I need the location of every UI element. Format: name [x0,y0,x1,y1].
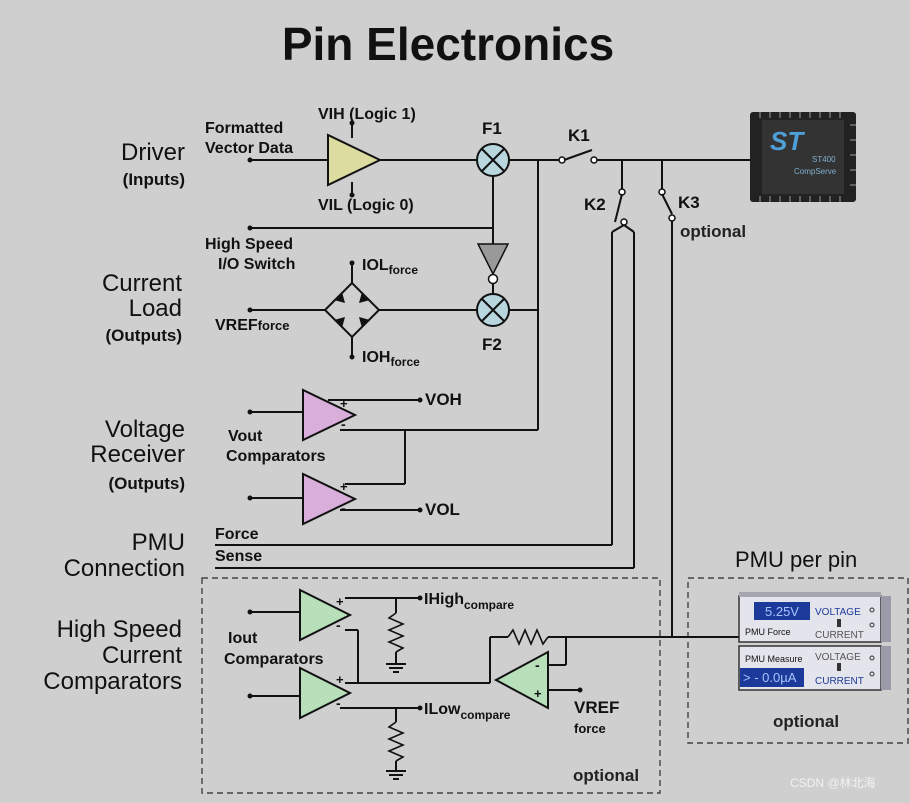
driver-buffer [327,133,383,187]
svg-text:+: + [340,479,348,494]
driver-label: Driver [121,139,185,166]
pmu-instrument: 5.25V PMU Force VOLTAGE CURRENT PMU Meas… [738,592,891,691]
formatted-label: Formatted [205,120,283,137]
svg-text:+: + [336,672,344,687]
transimpedance-amp [493,650,549,710]
vout-label: Vout [228,428,263,445]
pmu-measure-label: PMU Measure [745,654,803,664]
pmu-current-2: CURRENT [815,676,864,687]
k1-label: K1 [568,126,590,145]
page-title: Pin Electronics [282,18,614,70]
pmu-measure-display [740,668,804,687]
resistor-ilow [386,721,406,762]
k2-label: K2 [584,195,606,214]
svg-text:+: + [340,396,348,411]
pmu-force-value: 5.25V [765,604,799,619]
pmu-connection-label-2: Connection [64,555,185,582]
svg-text:-: - [341,416,346,432]
chip-text-2: CompServe [794,167,837,176]
svg-text:+: + [336,594,344,609]
current-load-label-2: Load [129,295,182,322]
optional-region-right [687,577,909,744]
pmu-voltage-1: VOLTAGE [815,607,861,618]
ilow-label: ILowcompare [424,701,511,722]
chip-text-1: ST400 [812,155,836,164]
ihigh-label: IHighcompare [424,591,514,612]
iout-label: Iout [228,630,258,647]
diode-bridge [323,281,381,339]
force-label: Force [215,526,259,543]
ioh-force-label: IOHforce [362,349,420,369]
svg-text:-: - [336,695,341,711]
vector-data-label: Vector Data [205,140,293,157]
pmu-voltage-2: VOLTAGE [815,652,861,663]
driver-sublabel: (Inputs) [123,170,185,189]
vout-comparators-label: Comparators [226,448,326,465]
voltage-receiver-sublabel: (Outputs) [109,474,185,493]
svg-text:-: - [336,617,341,633]
io-switch-buffer [476,243,510,276]
hs-current-comparators-label-3: Comparators [43,668,182,695]
svg-text:-: - [341,500,346,516]
watermark: CSDN @林北海 [790,775,876,790]
pmu-per-pin-label: PMU per pin [735,547,857,572]
chip-logo: ST [770,126,805,156]
iol-force-label: IOLforce [362,257,418,277]
pmu-connection-label: PMU [132,529,185,556]
voltage-receiver-label: Voltage [105,416,185,443]
dut-chip: ST ST400 CompServe [750,112,856,202]
resistor-ihigh [386,612,406,653]
sense-label: Sense [215,548,262,565]
pmu-current-1: CURRENT [815,630,864,641]
vih-label: VIH (Logic 1) [318,106,416,123]
switch-k1 [563,149,593,161]
hs-current-comparators-label-2: Current [102,642,182,669]
k3-optional-label: optional [680,222,746,241]
current-load-sublabel: (Outputs) [106,326,182,345]
svg-text:+: + [534,686,542,701]
vref-force-2-sub: force [574,721,606,736]
optional-right-label: optional [773,712,839,731]
current-load-label: Current [102,270,182,297]
svg-text:-: - [535,657,540,673]
vil-label: VIL (Logic 0) [318,197,414,214]
optional-left-label: optional [573,766,639,785]
f1-label: F1 [482,119,502,138]
vref-force-label: VREFforce [215,317,289,334]
hs-io-label-2: I/O Switch [218,256,295,273]
pmu-force-display [754,602,810,620]
iout-comparators-label: Comparators [224,651,324,668]
optional-region-left [201,577,661,794]
k3-label: K3 [678,193,700,212]
switch-k2 [614,193,623,223]
vol-label: VOL [425,500,460,519]
comparator-voh [302,388,358,442]
comparator-ilow [299,666,353,720]
hs-current-comparators-label: High Speed [57,616,182,643]
hs-io-label: High Speed [205,236,293,253]
voh-label: VOH [425,390,462,409]
vref-force-2-label: VREF [574,698,619,717]
switch-k3 [661,193,673,215]
comparator-ihigh [299,588,353,642]
pmu-measure-value: > - 0.0µA [743,670,797,685]
feedback-resistor [507,627,549,647]
voltage-receiver-label-2: Receiver [90,441,185,468]
f2-label: F2 [482,335,502,354]
pmu-force-label: PMU Force [745,627,791,637]
